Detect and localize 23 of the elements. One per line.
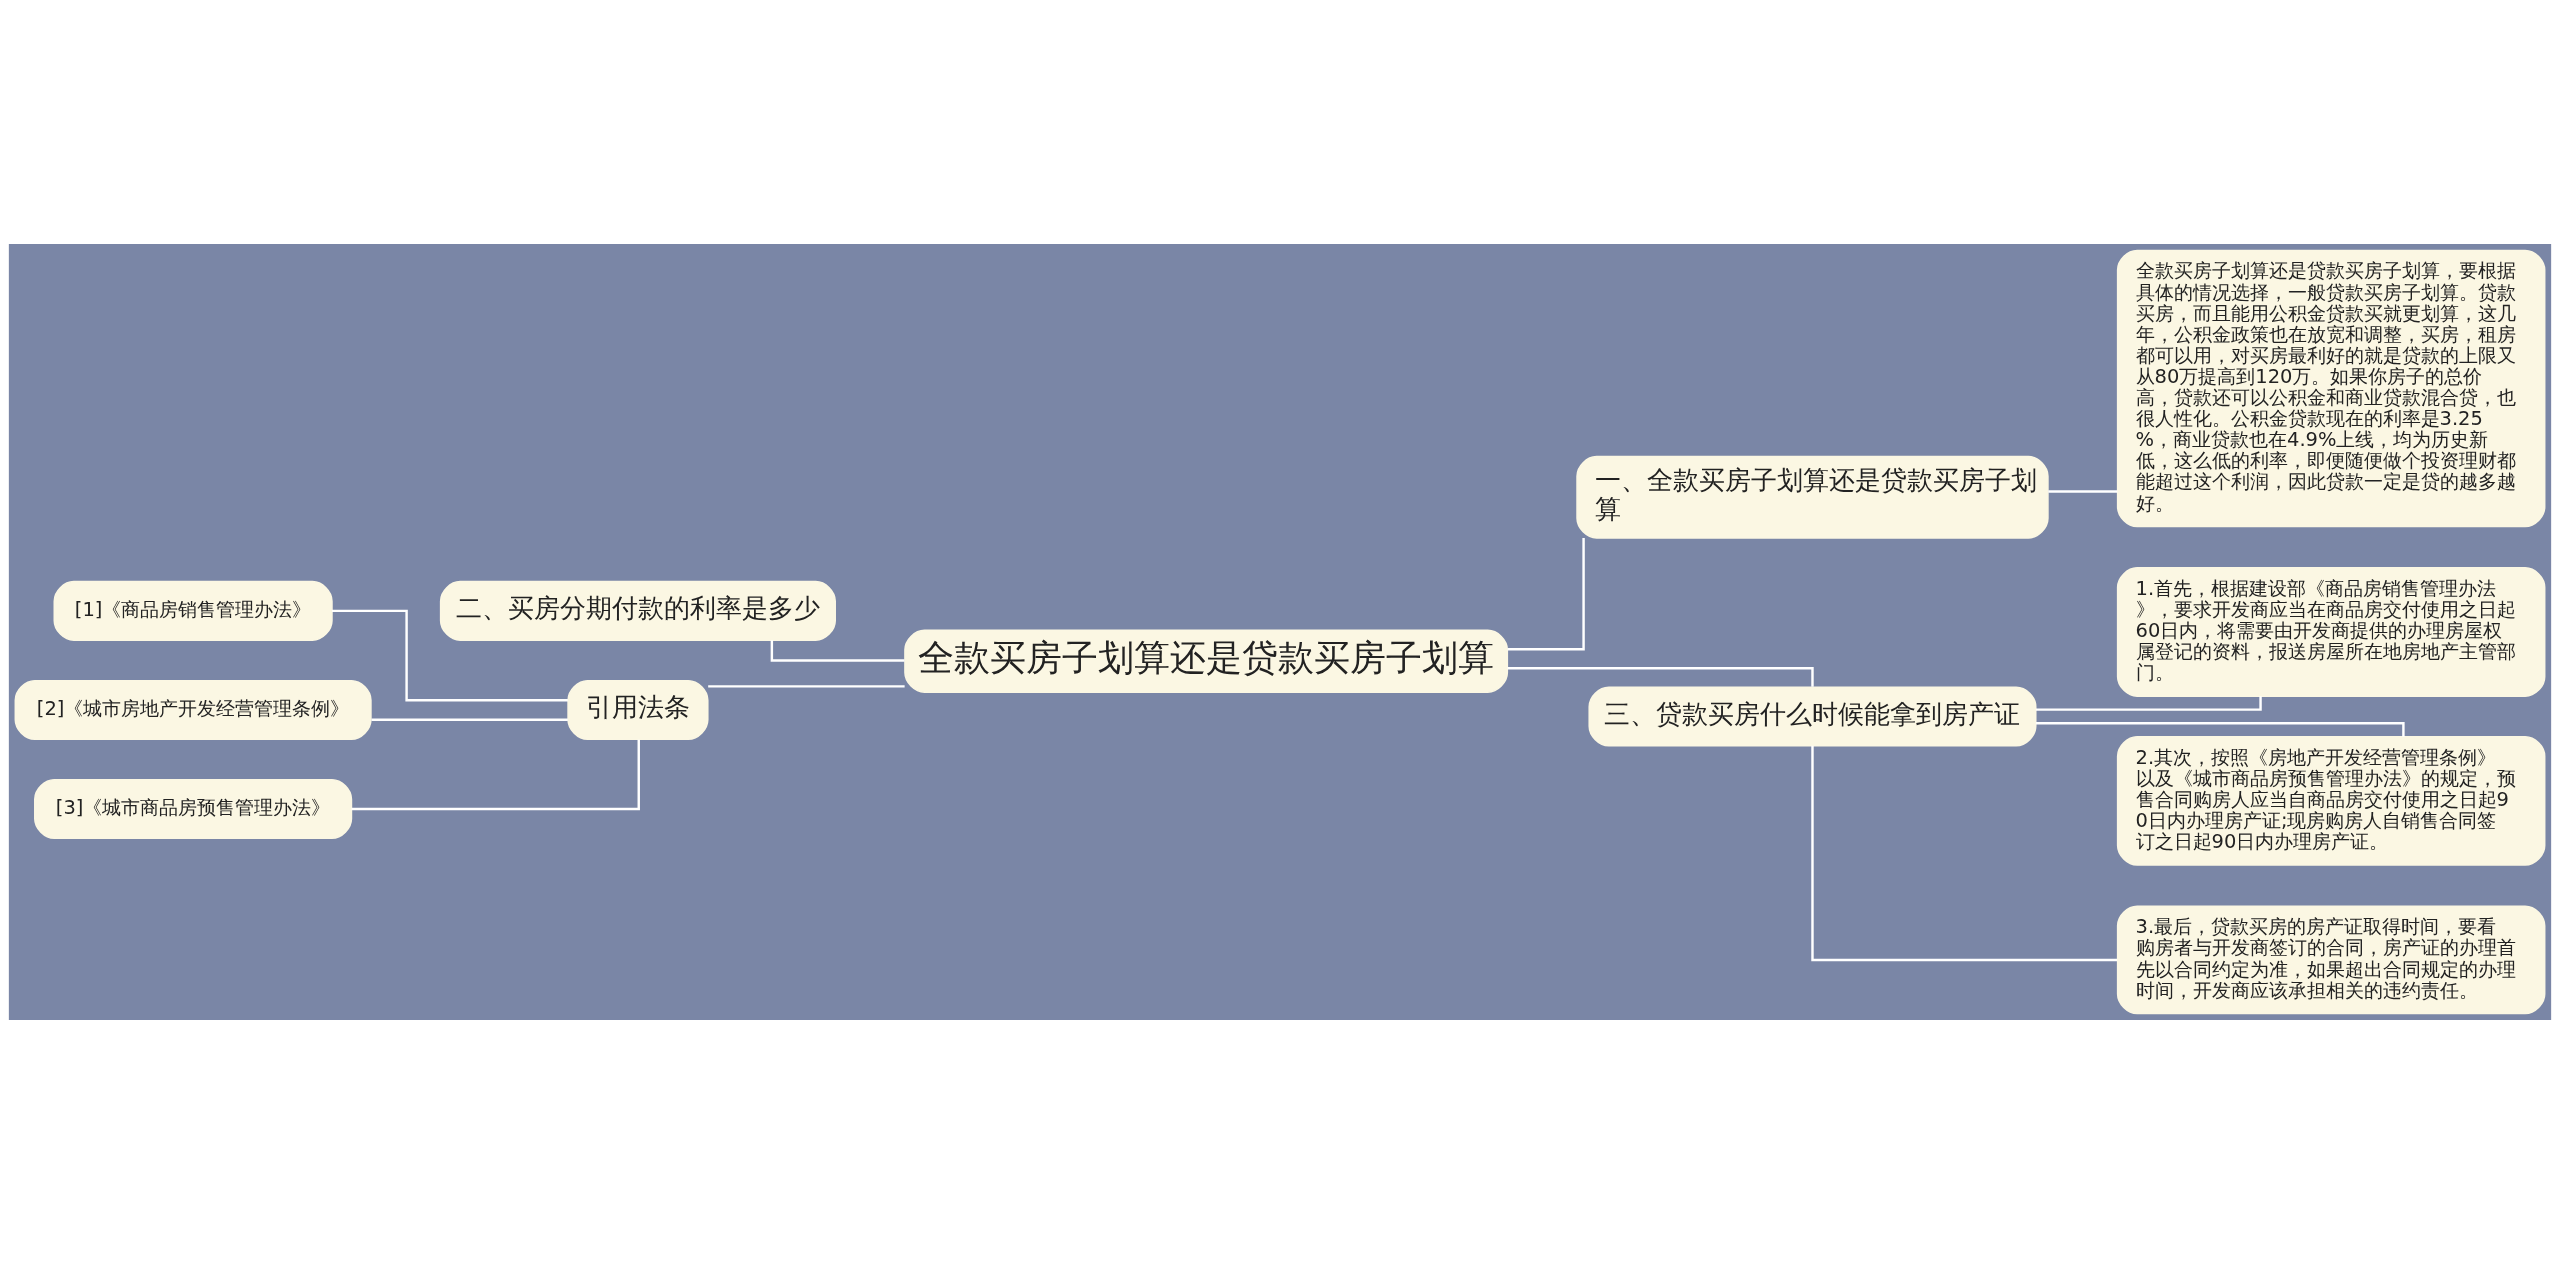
connector [2048, 489, 2118, 493]
node-box: [3]《城市商品房预售管理办法》 [34, 778, 353, 839]
connector [371, 717, 568, 721]
node-box: 3.最后，贷款买房的房产证取得时间，要看购房者与开发商签订的合同，房产证的办理首先以合同约定为准，如果超出合同规定的办理时间，开发商应该承担相关的违约责任。 [2116, 905, 2546, 1014]
node-box: 二、买房分期付款的利率是多少 [439, 580, 836, 641]
connector [770, 639, 905, 662]
connector [2035, 695, 2262, 711]
node-box: 全款买房子划算还是贷款买房子划算 [904, 629, 1509, 693]
node-box: 1.首先，根据建设部《商品房销售管理办法》，要求开发商应当在商品房交付使用之日起60日内，将需要由开发商提供的办理房屋权属登记的资料，报送房屋所在地房地产主管部门。 [2116, 566, 2546, 697]
connector [331, 609, 568, 701]
connector [1507, 666, 1814, 687]
connector [1507, 537, 1585, 651]
connector [2035, 721, 2405, 737]
connector [351, 739, 640, 810]
connector [708, 684, 905, 688]
node-box: 全款买房子划算还是贷款买房子划算，要根据具体的情况选择，一般贷款买房子划算。贷款买房，而且能用公积金贷款买就更划算，这几年，公积金政策也在放宽和调整，买房，租房都可以用，对买房最利好的就是贷款的上限又从80万提高到120万。如果你房子的总价高，贷款还可以公积金和商业贷款混合贷，也很人性化。公积金贷款现在的利率是3.25%，商业贷款也在4.9%上线，均为历史新低，这么低的利率，即便随便做个投资理财都能超过这个利润，因此贷款一定是贷的越多越好。 [2116, 249, 2546, 527]
node-box: 三、贷款买房什么时候能拿到房产证 [1588, 685, 2037, 746]
node-box: [1]《商品房销售管理办法》 [53, 580, 333, 641]
connector [1811, 745, 2118, 961]
node-box: 一、全款买房子划算还是贷款买房子划算 [1576, 455, 2049, 539]
node-box: 引用法条 [567, 679, 709, 740]
node-box: 2.其次，按照《房地产开发经营管理条例》以及《城市商品房预售管理办法》的规定，预售合同购房人应当自商品房交付使用之日起90日内办理房产证;现房购房人自销售合同签订之日起90日内办理房产证。 [2116, 735, 2546, 866]
node-box: [2]《城市房地产开发经营管理条例》 [14, 679, 372, 740]
